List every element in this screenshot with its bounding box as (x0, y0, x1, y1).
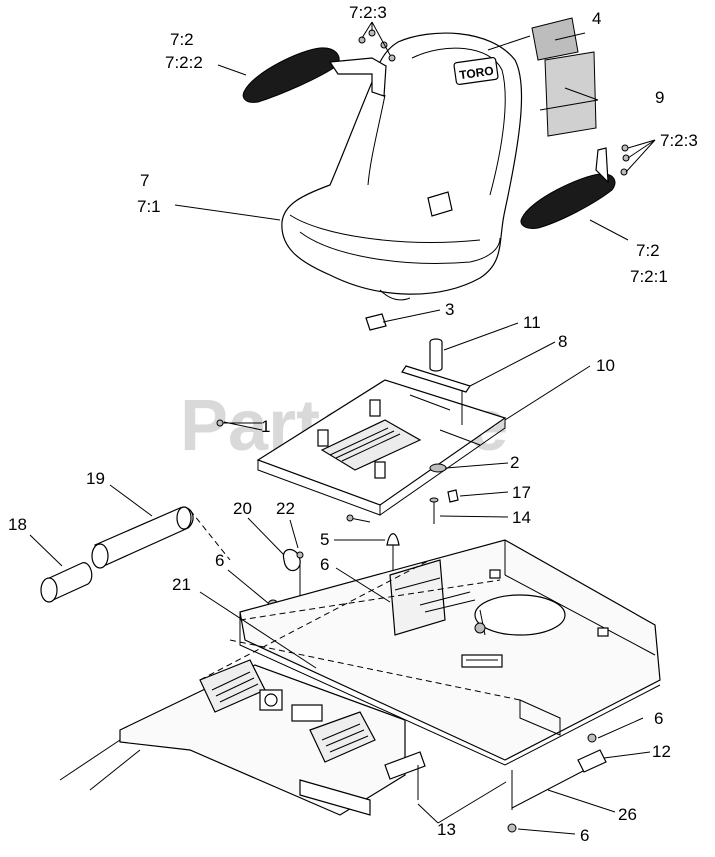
callout-11: 11 (523, 313, 541, 332)
left-armrest (242, 29, 396, 103)
callout-7-2-3-top: 7:2:3 (349, 3, 387, 22)
seat-plate (256, 379, 507, 516)
callout-6-bottom: 6 (580, 826, 589, 845)
seat-adjust-knob (427, 191, 453, 217)
callout-6-center: 6 (320, 555, 329, 574)
callout-5: 5 (320, 530, 329, 549)
decal-9 (544, 51, 597, 137)
callout-2: 2 (510, 453, 519, 472)
callout-3: 3 (445, 300, 454, 319)
callout-21: 21 (172, 575, 191, 594)
callout-19: 19 (86, 469, 105, 488)
callout-18: 18 (8, 515, 27, 534)
callout-22: 22 (276, 499, 295, 518)
callout-7: 7 (140, 171, 149, 190)
nut-6-bottom (507, 823, 517, 833)
control-panel (59, 659, 406, 816)
decal-4 (531, 17, 579, 61)
cone-5 (386, 533, 400, 546)
callout-4: 4 (592, 9, 601, 28)
bumper-11 (429, 338, 443, 372)
callout-6-right: 6 (654, 709, 663, 728)
callout-10: 10 (596, 356, 615, 375)
callout-26: 26 (618, 805, 637, 824)
mower-frame (199, 539, 661, 766)
callout-labels: 7:2:3 7:2 7:2:2 4 9 7:2:3 7 7:1 7:2 7:2:… (8, 3, 698, 845)
rod-26 (511, 769, 586, 809)
bracket-12 (577, 749, 607, 773)
seat-logo-text: TORO (458, 64, 494, 83)
screw-17 (447, 489, 459, 503)
callout-1: 1 (261, 417, 270, 436)
callout-14: 14 (512, 508, 531, 527)
callout-7-1: 7:1 (137, 197, 161, 216)
linkage-bracket (384, 751, 426, 780)
callout-9: 9 (655, 88, 664, 107)
callout-7-2-1: 7:2:1 (630, 267, 668, 286)
callout-8: 8 (558, 332, 567, 351)
right-armrest (520, 144, 630, 229)
seat-logo-badge (453, 56, 499, 86)
seat: TORO (281, 32, 523, 301)
tube-assembly (40, 506, 231, 603)
callout-7-2-3-right: 7:2:3 (660, 131, 698, 150)
callout-7-2-top: 7:2 (170, 30, 194, 49)
part-3-switch (365, 313, 387, 331)
callout-7-2-2: 7:2:2 (165, 53, 203, 72)
callout-12: 12 (652, 742, 671, 761)
rail-8 (401, 365, 471, 393)
leader-lines (29, 21, 656, 835)
callout-6-left: 6 (215, 551, 224, 570)
callout-17: 17 (512, 483, 531, 502)
callout-7-2-bottom: 7:2 (636, 241, 660, 260)
callout-20: 20 (233, 499, 252, 518)
washer-2 (429, 463, 447, 473)
callout-13: 13 (437, 820, 456, 839)
nut-6-right (587, 733, 597, 743)
